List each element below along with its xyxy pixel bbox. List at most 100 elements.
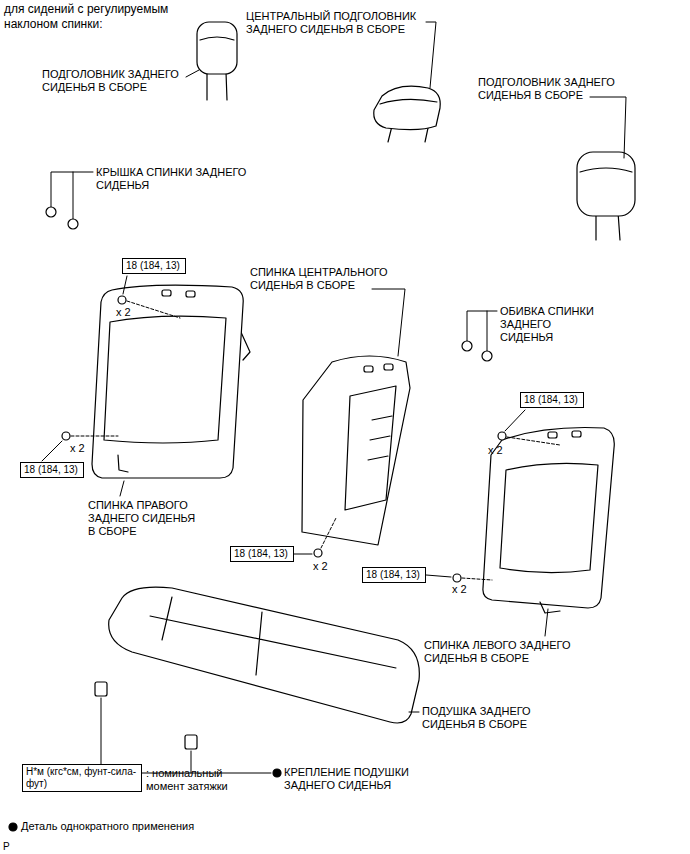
part-name: ПОДГОЛОВНИК ЗАДНЕГО СИДЕНЬЯ В СБОРЕ	[42, 68, 192, 94]
leader-line	[505, 410, 525, 431]
leader-line	[545, 609, 548, 636]
seatback-drawing	[483, 428, 614, 614]
part-name: КРЫШКА СПИНКИ ЗАДНЕГО СИДЕНЬЯ	[96, 166, 271, 192]
headrest-seam	[580, 168, 632, 172]
node-text: 18 (184, 13)	[366, 569, 422, 581]
leader-line	[426, 22, 436, 88]
dashed-leader	[127, 301, 180, 318]
node-text: Н*м (кгс*см, фунт-сила-фут)	[26, 766, 138, 790]
legend-entry: Деталь однократного применения	[21, 820, 194, 833]
headrest-hole	[186, 291, 195, 297]
leader-line	[42, 441, 62, 461]
legend-text: : номинальный момент затяжки	[146, 767, 228, 792]
figure-code: P	[3, 840, 10, 853]
dashed-leader	[507, 437, 560, 445]
headrest-hole	[548, 432, 557, 438]
seatback-drawing	[92, 285, 250, 478]
bolt-symbol	[118, 296, 126, 304]
node-text: 18 (184, 13)	[126, 260, 182, 272]
legend-text: Деталь однократного применения	[21, 820, 194, 832]
leader-line	[590, 97, 626, 158]
leader-line	[123, 276, 127, 294]
seatback-wire	[118, 455, 128, 472]
leader-line	[409, 712, 419, 713]
leader-group	[42, 22, 626, 712]
part-name: ПОДУШКА ЗАДНЕГО СИДЕНЬЯ В СБОРЕ	[422, 705, 547, 731]
leader-line	[426, 575, 451, 577]
heading-note: для сидений с регулируемым наклоном спин…	[4, 2, 209, 32]
node-text: 18 (184, 13)	[234, 548, 290, 560]
cover-cap	[68, 219, 78, 229]
bolt-symbol	[453, 574, 461, 582]
part-name: ЦЕНТРАЛЬНЫЙ ПОДГОЛОВНИК ЗАДНЕГО СИДЕНЬЯ …	[246, 10, 426, 36]
quantity-label: x 2	[488, 444, 503, 457]
part-name: СПИНКА ЦЕНТРАЛЬНОГО СИДЕНЬЯ В СБОРЕ	[250, 266, 410, 292]
leader-line	[101, 698, 271, 773]
quantity-label: x 2	[116, 306, 131, 319]
leader-line	[372, 289, 405, 356]
part-name: КРЕПЛЕНИЕ ПОДУШКИ ЗАДНЕГО СИДЕНЬЯ	[284, 766, 424, 792]
trim-cap	[462, 341, 472, 351]
cover-cap	[46, 207, 56, 217]
trim-cap	[482, 351, 492, 361]
headrest-drawing	[197, 22, 237, 100]
clip-drawing	[9, 682, 281, 831]
seatback-body	[92, 285, 243, 478]
seatback-body	[483, 428, 614, 609]
bolt-symbol	[314, 549, 322, 557]
headrest-seam	[200, 37, 234, 40]
torque-box: 18 (184, 13)	[520, 392, 584, 408]
headrest-hole	[384, 364, 393, 370]
torque-box: 18 (184, 13)	[20, 462, 84, 478]
seatback-panel	[104, 316, 226, 443]
legend-sample-box: Н*м (кгс*см, фунт-сила-фут)	[22, 764, 142, 792]
headrest-stem	[207, 72, 227, 100]
part-name: ОБИВКА СПИНКИ ЗАДНЕГО СИДЕНЬЯ	[500, 305, 600, 344]
dashed-leader	[71, 436, 118, 437]
cushion-seam	[150, 597, 396, 675]
node-text: 18 (184, 13)	[24, 464, 80, 476]
headrest-seam	[380, 99, 437, 104]
part-name: ПОДГОЛОВНИК ЗАДНЕГО СИДЕНЬЯ В СБОРЕ	[478, 76, 628, 102]
torque-box: 18 (184, 13)	[122, 258, 186, 274]
quantity-label: x 2	[452, 583, 467, 596]
seatback-wire	[540, 602, 560, 613]
leader-line	[51, 172, 93, 219]
mechanism	[368, 416, 392, 460]
torque-box: 18 (184, 13)	[362, 567, 426, 583]
quantity-label: x 2	[313, 560, 328, 573]
bolt-symbol	[498, 432, 506, 440]
headrest-drawing	[577, 152, 635, 240]
center-headrest-drawing	[374, 86, 441, 142]
quantity-label: x 2	[70, 442, 85, 455]
legend-entry: : номинальный момент затяжки	[146, 767, 246, 793]
leader-line	[120, 481, 124, 496]
leader-line	[186, 70, 199, 77]
bolt-group	[62, 296, 560, 582]
cushion-clip	[95, 682, 107, 696]
part-name: СПИНКА ПРАВОГО ЗАДНЕГО СИДЕНЬЯ В СБОРЕ	[88, 499, 200, 538]
bolt-symbol	[62, 432, 70, 440]
single-use-dot	[9, 823, 17, 831]
single-use-dot	[273, 769, 281, 777]
leader-line	[294, 554, 312, 555]
center-seatback-drawing	[302, 356, 410, 545]
armrest-panel	[345, 386, 396, 510]
headrest-hole	[364, 366, 373, 372]
torque-box: 18 (184, 13)	[230, 546, 294, 562]
headrest-hole	[162, 290, 171, 296]
dashed-leader	[462, 578, 492, 580]
cushion-drawing	[109, 587, 420, 723]
cushion-body	[109, 587, 420, 723]
cushion-clip	[185, 735, 197, 749]
seatback-panel	[500, 463, 598, 572]
part-name: СПИНКА ЛЕВОГО ЗАДНЕГО СИДЕНЬЯ В СБОРЕ	[424, 639, 584, 665]
headrest-pad	[577, 152, 635, 216]
node-text: 18 (184, 13)	[524, 394, 580, 406]
headrest-hole	[572, 431, 581, 437]
seatback-body	[302, 356, 410, 545]
headrest-pad	[197, 22, 237, 74]
dashed-leader	[321, 518, 336, 548]
